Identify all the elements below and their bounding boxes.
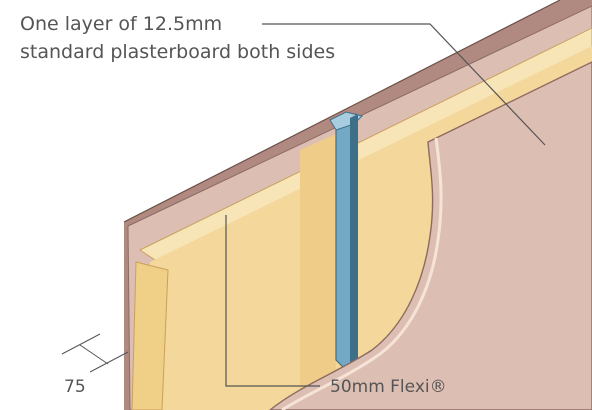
plasterboard-leader-line bbox=[262, 23, 546, 146]
insulation-label: 50mm Flexi® bbox=[330, 377, 447, 397]
plasterboard-label-line2: standard plasterboard both sides bbox=[20, 41, 335, 63]
insulation-shade-band bbox=[300, 134, 336, 410]
dimension-line bbox=[79, 344, 109, 365]
dimension-tick-2 bbox=[89, 351, 129, 373]
steel-stud-web bbox=[350, 114, 358, 366]
insulation-leader-line bbox=[225, 215, 320, 387]
plasterboard-top-edge bbox=[123, 0, 561, 223]
insulation-front-face bbox=[131, 261, 169, 410]
front-plasterboard-cut-edge bbox=[281, 137, 443, 410]
front-plasterboard bbox=[268, 61, 592, 410]
dimension-tick-1 bbox=[61, 333, 101, 355]
plasterboard-label-line1: One layer of 12.5mm bbox=[20, 13, 222, 35]
dimension-label: 75 bbox=[64, 377, 86, 397]
